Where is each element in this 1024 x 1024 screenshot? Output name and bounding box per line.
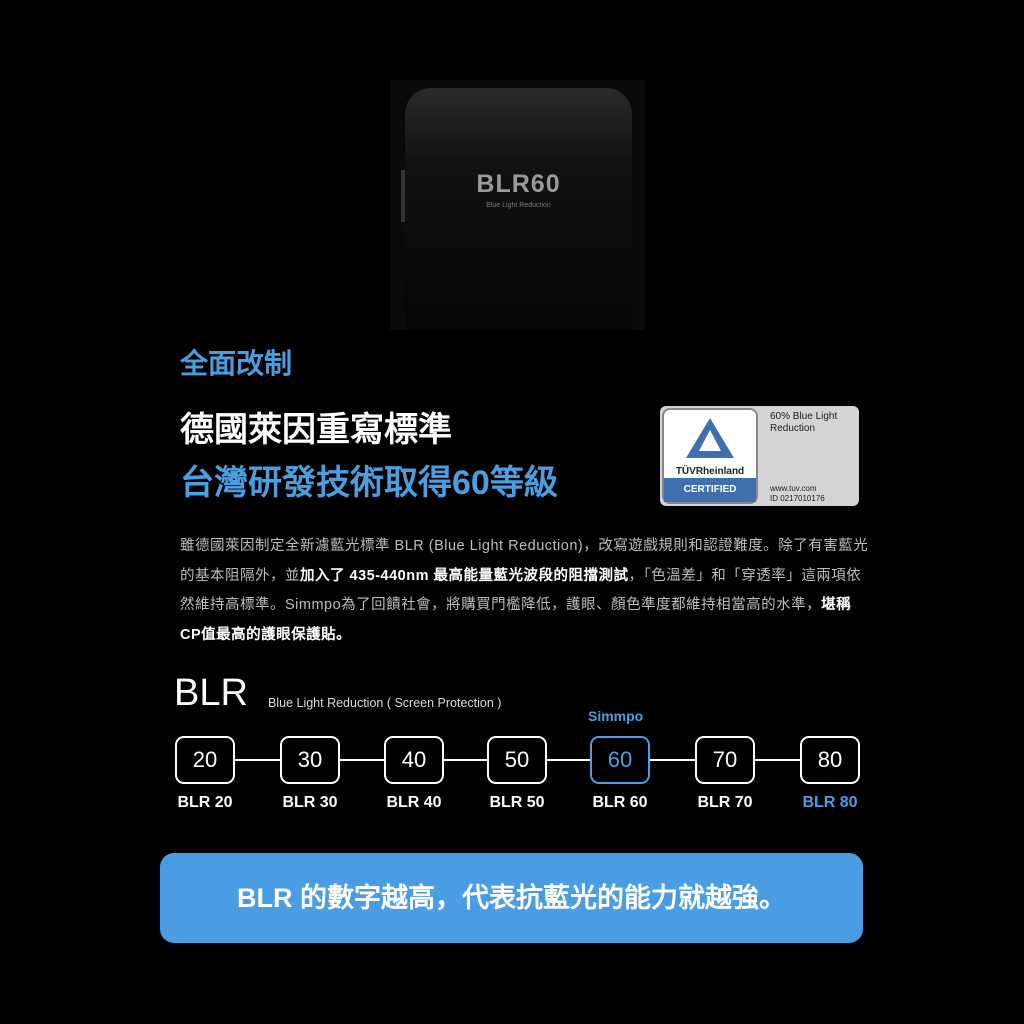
scale-subtitle: Blue Light Reduction ( Screen Protection… [268,696,502,710]
product-title: BLR60 [476,170,561,198]
scale-level-label: BLR 70 [697,794,753,811]
device-button [401,170,405,222]
scale-level-label: BLR 60 [592,794,648,811]
tuv-certification-badge: TÜVRheinland CERTIFIED 60% Blue Light Re… [660,406,859,506]
tuv-id: ID 0217010176 [770,494,825,503]
body-bold-2: 堪稱CP值最高的護眼保護貼。 [180,597,852,643]
body-part-2: ，「色溫差」和「穿透率」這兩項依然維持高標準。Simmpo為了回饋社會，將購買門… [180,567,862,614]
scale-level-box: 60 [590,736,650,784]
tuv-certified: CERTIFIED [664,478,756,502]
scale-level-label: BLR 30 [282,794,338,811]
summary-banner: BLR 的數字越高，代表抗藍光的能力就越強。 [160,853,863,943]
scale-level-label: BLR 40 [386,794,442,811]
scale-level-box: 70 [695,736,755,784]
scale-level-label: BLR 50 [489,794,545,811]
scale-level-box: 50 [487,736,547,784]
headline-2: 台灣研發技術取得60等級 [180,464,558,502]
product-subtitle: Blue Light Reduction [486,202,551,209]
body-bold-1: 加入了 435-440nm 最高能量藍光波段的阻擋測試 [300,567,629,584]
body-text: 雖德國萊因制定全新濾藍光標準 BLR (Blue Light Reduction… [180,532,870,650]
tuv-url: www.tuv.com [770,484,817,493]
kicker: 全面改制 [180,348,293,379]
brand-logo: Simmpo [588,708,644,724]
headline-1: 德國萊因重寫標準 [180,411,452,449]
scale-level-box: 80 [800,736,860,784]
scale-level-box: 30 [280,736,340,784]
tuv-triangle-icon [686,418,734,458]
scale-level-box: 20 [175,736,235,784]
scale-level-box: 40 [384,736,444,784]
tuv-brand: TÜVRheinland [675,466,745,477]
scale-level-label: BLR 80 [802,794,858,811]
tuv-claim: 60% Blue Light Reduction [770,411,838,434]
body-part-1: 雖德國萊因制定全新濾藍光標準 BLR (Blue Light Reduction… [180,538,869,584]
scale-level-label: BLR 20 [177,794,233,811]
product-device: BLR60 Blue Light Reduction [405,88,632,330]
tuv-info: www.tuv.com ID 0217010176 [770,484,825,504]
tuv-logo: TÜVRheinland CERTIFIED [662,408,758,504]
scale-title: BLR [174,672,248,714]
